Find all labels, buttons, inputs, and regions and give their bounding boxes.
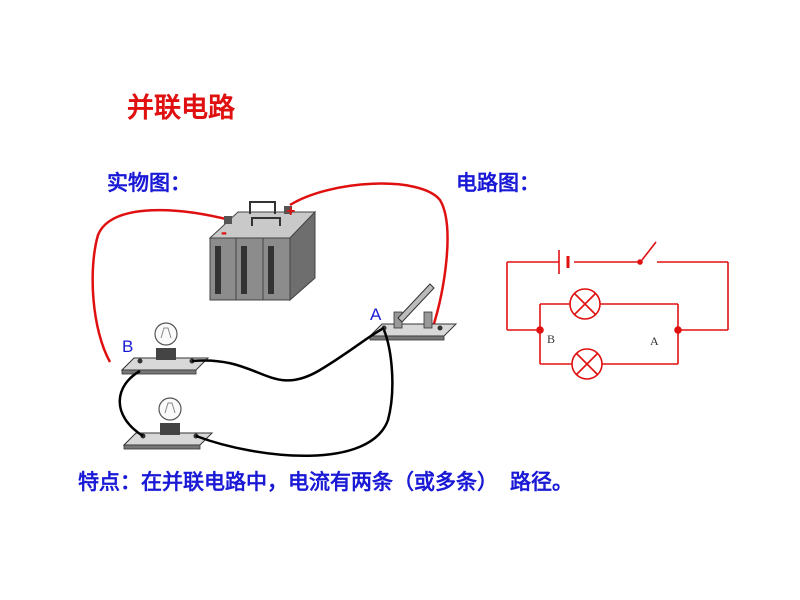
schematic-lamp-upper [569,288,601,320]
schematic-diagram-label: 电路图： [456,171,540,195]
black-wire-bulb-b-to-lower-bulb [118,369,144,438]
schematic-switch-blade [641,241,657,261]
bulb-lower [122,397,214,450]
schematic-junction-a [674,326,682,334]
black-wire-lower-bulb-to-switch [195,329,394,457]
battery: + - [208,201,317,302]
battery-minus-label: - [221,222,227,242]
physical-node-b-label: B [122,337,133,356]
red-wire-battery-to-bulb-b [91,208,231,363]
schematic-junction-b [536,326,544,334]
battery-plus-label: + [286,203,295,220]
schematic-circuit [506,241,729,380]
page-title: 并联电路 [127,93,235,124]
physical-diagram-label: 实物图： [107,171,191,195]
schematic-lamp-lower [571,348,603,380]
feature-statement: 特点：在并联电路中，电流有两条（或多条） 路径。 [78,466,573,496]
schematic-node-b-label: B [547,332,555,346]
red-wire-battery-to-switch [289,182,449,331]
bulb-upper [120,322,210,375]
feature-text-end: 路径。 [510,470,573,494]
physical-node-a-label: A [370,305,382,324]
knife-switch [368,283,458,341]
physical-circuit: + - [91,182,458,457]
schematic-node-a-label: A [650,334,659,348]
feature-text: 特点：在并联电路中，电流有两条（或多条） [78,470,498,494]
black-wire-bulb-b-to-switch [191,326,385,382]
